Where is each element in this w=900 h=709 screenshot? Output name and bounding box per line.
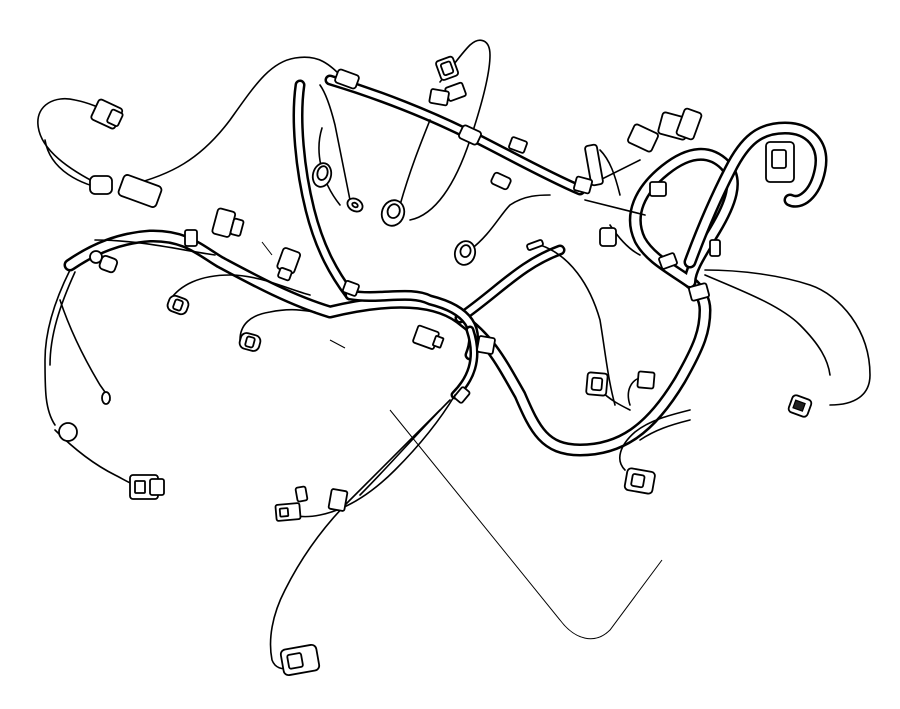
connector-loop-end xyxy=(765,141,795,183)
connector-center-right-2 xyxy=(636,370,656,390)
connector-left-lower-1 xyxy=(166,294,190,316)
connector-lower-small xyxy=(294,485,309,503)
connector-lower-middle-1 xyxy=(274,502,302,522)
connector-mid-1 xyxy=(412,324,445,350)
connector-lower-middle-2 xyxy=(327,488,349,512)
connector-upper-trunk xyxy=(428,88,450,107)
leader-line xyxy=(261,241,663,640)
connector-bracket xyxy=(341,279,360,297)
harness-clips xyxy=(58,68,710,442)
connector-round-2 xyxy=(380,199,406,227)
ring-terminal-left xyxy=(101,391,111,405)
connector-left-mid xyxy=(211,207,245,238)
connector-left-small xyxy=(98,254,119,274)
main-harness-trunk xyxy=(63,74,828,457)
connector-far-right xyxy=(787,394,813,418)
connector-top-left xyxy=(90,98,124,130)
harness-branches xyxy=(37,39,871,670)
connector-left-angled xyxy=(276,247,301,282)
connector-upper-right-clip xyxy=(508,136,528,154)
connector-top-center xyxy=(435,55,467,102)
sensor-pin xyxy=(526,239,544,251)
connector-round-1 xyxy=(311,162,333,188)
connector-mid-2 xyxy=(476,335,496,355)
connectors xyxy=(90,55,813,677)
connector-bottom xyxy=(279,643,321,677)
connector-cluster-upper-right xyxy=(573,107,721,257)
connector-round-3 xyxy=(453,240,477,266)
connector-left-bottom xyxy=(129,474,165,500)
connector-lower-right xyxy=(623,467,656,495)
connector-left-lower-2 xyxy=(238,332,262,352)
connector-center-right-1 xyxy=(585,371,609,397)
ring-terminal-upper xyxy=(346,197,364,213)
